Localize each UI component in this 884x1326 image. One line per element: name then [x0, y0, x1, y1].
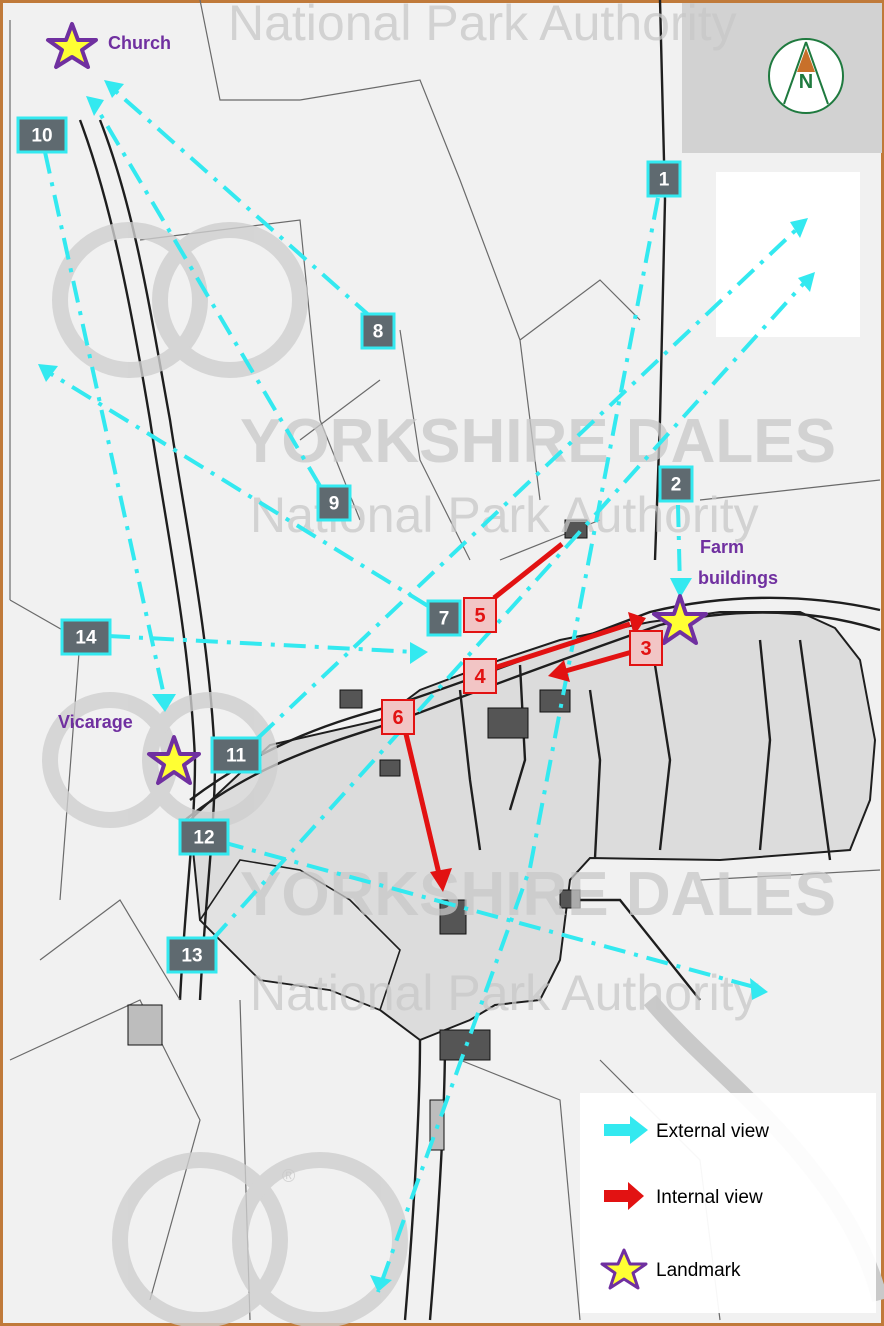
- external-view-arrowheads: [38, 80, 815, 1292]
- view-label-1[interactable]: 1: [646, 160, 682, 198]
- church-star-icon: [46, 22, 98, 69]
- external-line-1: [376, 197, 660, 1293]
- view-label-3[interactable]: 3: [629, 630, 663, 666]
- arrowhead-ext-14: [410, 642, 428, 664]
- church-label: Church: [108, 33, 171, 53]
- watermark-org-2: YORKSHIRE DALES: [240, 860, 836, 929]
- watermark-sub-2: National Park Authority: [250, 965, 759, 1021]
- external-line-7: [46, 370, 430, 608]
- view-label-14[interactable]: 14: [60, 618, 112, 656]
- vicarage-label: Vicarage: [58, 712, 133, 732]
- view-label-13[interactable]: 13: [166, 936, 218, 974]
- north-track: [653, 0, 667, 561]
- arrowhead-ext-12: [750, 978, 768, 1000]
- arrowhead-ext-1: [370, 1275, 392, 1292]
- external-line-14: [107, 634, 416, 654]
- arrowhead-ext-2: [670, 578, 692, 598]
- main-road: [184, 611, 881, 821]
- view-label-12[interactable]: 12: [178, 818, 230, 856]
- view-number-1: 1: [659, 170, 670, 191]
- view-label-5[interactable]: 5: [463, 597, 497, 633]
- internal-line-6: [403, 733, 443, 879]
- external-line-8: [110, 86, 374, 320]
- view-number-2: 2: [671, 475, 682, 496]
- arrowhead-ext-7: [38, 364, 58, 382]
- north-arrow-icon: N: [768, 38, 844, 114]
- internal-line-3: [561, 649, 633, 675]
- view-number-11: 11: [226, 746, 247, 767]
- view-number-14: 14: [75, 628, 97, 649]
- external-line-2: [676, 504, 682, 589]
- view-label-11[interactable]: 11: [210, 736, 262, 774]
- external-line-9: [93, 103, 322, 488]
- compass-label: N: [799, 71, 813, 93]
- view-label-6[interactable]: 6: [381, 699, 415, 735]
- watermark-registered: ®: [282, 1166, 295, 1186]
- legend: External view Internal view Landmark: [580, 1093, 876, 1313]
- west-lane: [78, 119, 197, 1001]
- arrowhead-int-3: [548, 660, 570, 682]
- vicarage-star-icon: [147, 735, 201, 785]
- arrowhead-ext-10: [152, 694, 176, 712]
- internal-view-arrows: [403, 542, 646, 892]
- view-number-9: 9: [329, 494, 340, 515]
- view-number-6: 6: [392, 707, 403, 729]
- arrowhead-int-6: [430, 868, 452, 892]
- legend-landmark-star-icon: [600, 1248, 648, 1290]
- external-view-lines: [43, 86, 807, 1293]
- external-line-10: [43, 151, 167, 701]
- watermark-title-top: National Park Authority: [228, 0, 737, 51]
- arrowhead-ext-9: [86, 96, 104, 116]
- legend-external-arrow-icon: [604, 1116, 648, 1144]
- view-number-7: 7: [439, 609, 450, 630]
- view-label-9[interactable]: 9: [316, 484, 352, 522]
- view-number-13: 13: [181, 946, 202, 967]
- view-label-10[interactable]: 10: [16, 116, 68, 154]
- legend-external-label: External view: [656, 1121, 769, 1142]
- blank-inset: [716, 172, 860, 337]
- legend-internal-label: Internal view: [656, 1187, 763, 1208]
- legend-landmark-label: Landmark: [656, 1260, 741, 1281]
- west-lane-edge: [98, 119, 217, 1001]
- view-label-7[interactable]: 7: [426, 599, 462, 637]
- farm-star-icon: [652, 594, 708, 645]
- landmark-stars: [46, 22, 708, 785]
- farm-label-line1: Farm: [700, 537, 744, 557]
- external-line-13: [210, 280, 807, 942]
- view-number-5: 5: [474, 605, 485, 627]
- view-number-3: 3: [640, 638, 651, 660]
- view-label-4[interactable]: 4: [463, 658, 497, 694]
- arrowhead-ext-11: [790, 218, 808, 238]
- internal-line-5: [492, 542, 564, 600]
- view-number-4: 4: [474, 666, 486, 688]
- farm-label-line2: buildings: [698, 568, 778, 588]
- external-line-11: [256, 226, 800, 740]
- arrowhead-ext-8: [104, 80, 124, 98]
- arrowhead-ext-13: [798, 272, 815, 292]
- view-number-8: 8: [373, 322, 384, 343]
- watermark-org-1: YORKSHIRE DALES: [240, 407, 836, 476]
- south-lane-edge: [428, 1039, 447, 1321]
- field-boundaries: [458, 639, 832, 1001]
- internal-line-4: [493, 621, 631, 671]
- view-number-10: 10: [31, 126, 52, 147]
- view-number-12: 12: [193, 828, 214, 849]
- view-label-2[interactable]: 2: [658, 465, 694, 503]
- south-lane: [403, 1039, 422, 1321]
- legend-internal-arrow-icon: [604, 1182, 644, 1210]
- view-label-8[interactable]: 8: [360, 312, 396, 350]
- external-line-12: [221, 840, 759, 990]
